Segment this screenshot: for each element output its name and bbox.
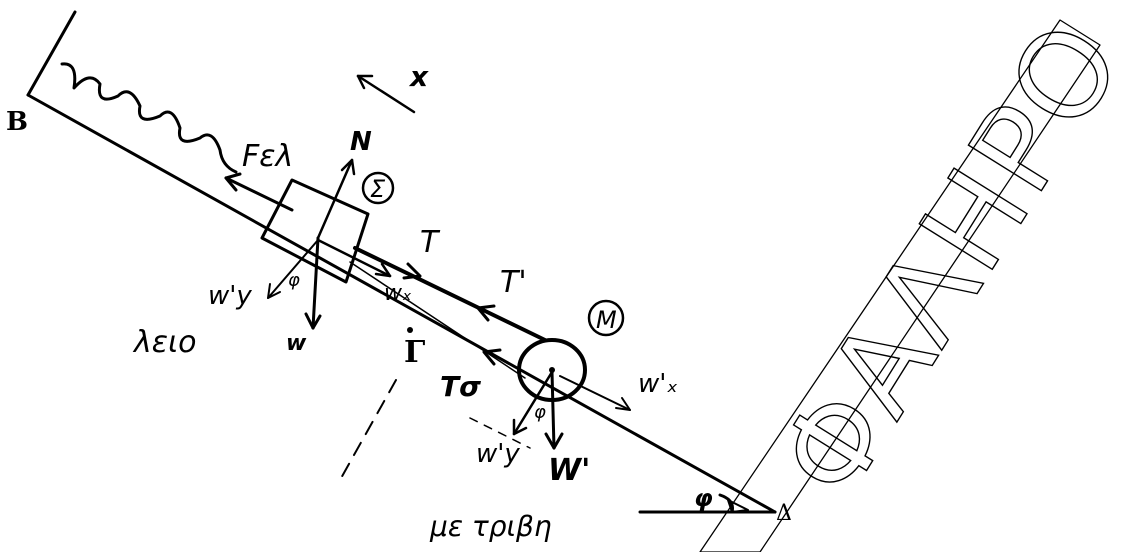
normal-label: N [350, 127, 372, 157]
weight-block-arrow [311, 236, 320, 330]
friction-head [482, 348, 502, 366]
spring-force-head [224, 172, 242, 192]
x-axis-arrow [356, 74, 416, 114]
weight-cyl-head [544, 432, 564, 450]
weight-block-y-head [267, 283, 281, 299]
spring [60, 62, 238, 174]
friction-label: Τσ [440, 370, 481, 403]
watermark-text: ΦΑΛΗΡΟ [752, 0, 1139, 520]
point-gamma-label: Γ [404, 335, 425, 370]
x-axis-label: x [408, 60, 429, 93]
weight-cyl-arrow [550, 370, 556, 450]
weight-block-label: w [286, 331, 307, 356]
spring-force-arrow [224, 176, 294, 212]
weight-cyl-x-head [615, 397, 631, 411]
angle-incline-label: φ [694, 484, 713, 512]
watermark-outline [699, 19, 1101, 552]
weight-cyl-x-label: w'ₓ [638, 369, 678, 399]
friction-note: με τριβη [429, 510, 552, 543]
m-circle [587, 299, 625, 337]
weight-block-y-label: w'y [208, 281, 252, 311]
spring-force-label: Fελ [242, 139, 293, 174]
rope [353, 246, 547, 342]
tension-cyl-label: T' [500, 265, 527, 300]
weight-block-y-arrow [267, 239, 319, 299]
weight-block-x-label: wₓ [384, 281, 412, 306]
weight-cyl-x-arrow [559, 375, 631, 411]
rope-lower [349, 261, 526, 379]
incline-surface [26, 93, 777, 514]
block-sigma [260, 178, 370, 284]
angle-cyl-label: φ [534, 402, 546, 423]
point-delta-label: Δ [776, 501, 792, 526]
sigma-circle [361, 171, 395, 205]
tension-cyl-head [476, 304, 496, 322]
weight-block-x-head [374, 262, 392, 278]
weight-cyl-label: W' [548, 453, 590, 488]
tension-block-head [402, 262, 422, 280]
normal-arrow [316, 158, 354, 240]
angle-mark-incline [727, 499, 749, 513]
gamma-dot [407, 327, 413, 333]
point-b-label: B [6, 107, 28, 137]
dashed-continuation [469, 417, 531, 449]
x-axis-head [356, 74, 374, 90]
smooth-note: λειο [132, 325, 196, 360]
gamma-dashed-line [339, 379, 397, 481]
weight-block-x-arrow [316, 238, 392, 278]
wall [26, 10, 77, 97]
cylinder-label: Μ [596, 306, 617, 334]
cylinder-center [549, 367, 555, 373]
block-label: Σ [370, 175, 386, 203]
angle-block-label: φ [288, 270, 300, 291]
weight-cyl-y-arrow [512, 370, 554, 436]
weight-cyl-y-head [512, 418, 528, 436]
tension-block-label: T [420, 225, 441, 260]
normal-head [340, 158, 356, 176]
weight-cyl-y-label: w'y [476, 439, 520, 469]
weight-block-head [304, 312, 322, 330]
